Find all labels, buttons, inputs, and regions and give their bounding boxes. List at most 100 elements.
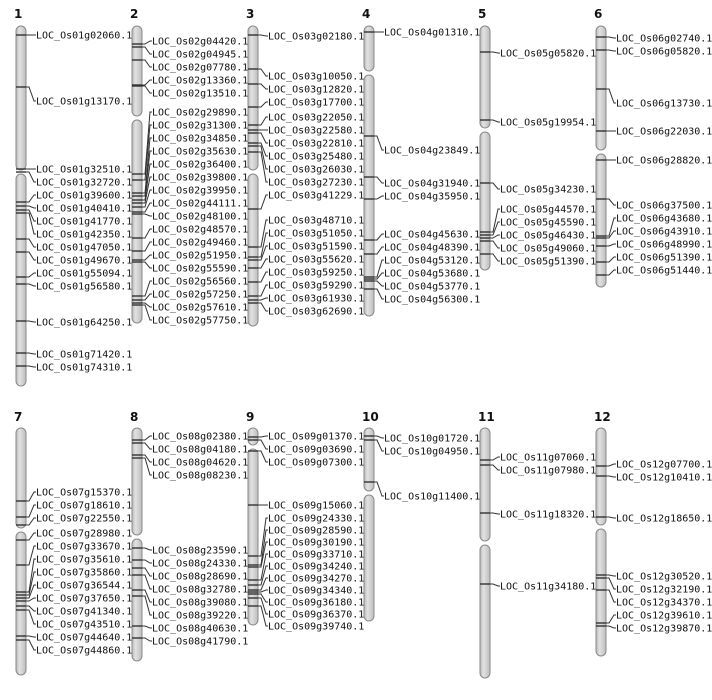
gene-marker[interactable]: LOC_Os09g34240.1 [248, 562, 364, 586]
gene-marker[interactable]: LOC_Os06g05820.1 [596, 47, 712, 58]
gene-marker[interactable]: LOC_Os04g48390.1 [364, 243, 480, 255]
gene-marker[interactable]: LOC_Os12g10410.1 [596, 473, 712, 484]
gene-marker[interactable]: LOC_Os02g44111.1 [132, 199, 248, 213]
gene-marker[interactable]: LOC_Os08g04180.1 [132, 442, 248, 456]
gene-marker[interactable]: LOC_Os03g48710.1 [248, 216, 364, 248]
gene-marker[interactable]: LOC_Os09g03690.1 [248, 439, 364, 456]
gene-marker[interactable]: LOC_Os10g04950.1 [364, 439, 480, 458]
gene-marker[interactable]: LOC_Os03g17700.1 [248, 98, 364, 109]
gene-marker[interactable]: LOC_Os02g13510.1 [132, 85, 248, 100]
gene-marker[interactable]: LOC_Os07g41340.1 [16, 605, 132, 618]
gene-marker[interactable]: LOC_Os04g35950.1 [364, 192, 480, 203]
gene-marker[interactable]: LOC_Os11g07980.1 [480, 464, 596, 477]
gene-marker[interactable]: LOC_Os02g29890.1 [132, 108, 248, 175]
gene-marker[interactable]: LOC_Os02g57250.1 [132, 290, 248, 301]
gene-marker[interactable]: LOC_Os08g08230.1 [132, 457, 248, 482]
gene-marker[interactable]: LOC_Os11g34180.1 [480, 582, 596, 593]
gene-marker[interactable]: LOC_Os07g28980.1 [16, 529, 132, 541]
gene-marker[interactable]: LOC_Os12g39610.1 [596, 611, 712, 624]
gene-marker[interactable]: LOC_Os01g71420.1 [16, 350, 132, 361]
gene-marker[interactable]: LOC_Os02g57750.1 [132, 304, 248, 327]
gene-marker[interactable]: LOC_Os10g11400.1 [364, 481, 480, 503]
gene-marker[interactable]: LOC_Os08g28690.1 [132, 567, 248, 583]
gene-marker[interactable]: LOC_Os03g22050.1 [248, 113, 364, 126]
gene-marker[interactable]: LOC_Os06g02740.1 [596, 34, 712, 45]
gene-marker[interactable]: LOC_Os04g56300.1 [364, 288, 480, 306]
gene-marker[interactable]: LOC_Os09g30190.1 [248, 538, 364, 568]
gene-marker[interactable]: LOC_Os06g48990.1 [596, 240, 712, 251]
gene-marker[interactable]: LOC_Os01g02060.1 [16, 31, 132, 42]
gene-marker[interactable]: LOC_Os12g39870.1 [596, 624, 712, 635]
gene-marker[interactable]: LOC_Os09g39740.1 [248, 605, 364, 633]
gene-marker[interactable]: LOC_Os04g53680.1 [364, 269, 480, 280]
gene-marker[interactable]: LOC_Os09g07300.1 [248, 450, 364, 469]
gene-marker[interactable]: LOC_Os02g04945.1 [132, 46, 248, 61]
gene-marker[interactable]: LOC_Os02g51950.1 [132, 251, 248, 262]
gene-marker[interactable]: LOC_Os02g49460.1 [132, 238, 248, 252]
gene-marker[interactable]: LOC_Os07g33670.1 [16, 542, 132, 566]
gene-marker[interactable]: LOC_Os08g04620.1 [132, 454, 248, 469]
gene-marker[interactable]: LOC_Os03g10050.1 [248, 68, 364, 83]
gene-marker[interactable]: LOC_Os09g36370.1 [248, 597, 364, 621]
gene-marker[interactable]: LOC_Os08g23590.1 [132, 546, 248, 557]
gene-marker[interactable]: LOC_Os02g48100.1 [132, 212, 248, 223]
gene-marker[interactable]: LOC_Os12g34370.1 [596, 589, 712, 609]
gene-marker[interactable]: LOC_Os06g22030.1 [596, 127, 712, 138]
gene-marker[interactable]: LOC_Os04g23849.1 [364, 135, 480, 157]
gene-marker[interactable]: LOC_Os01g74310.1 [16, 363, 132, 374]
gene-marker[interactable]: LOC_Os06g28820.1 [596, 156, 712, 167]
gene-marker[interactable]: LOC_Os01g42350.1 [16, 212, 132, 241]
gene-marker[interactable]: LOC_Os02g36400.1 [132, 160, 248, 201]
gene-marker[interactable]: LOC_Os02g31300.1 [132, 121, 248, 181]
gene-marker[interactable]: LOC_Os09g15060.1 [248, 501, 364, 512]
gene-marker[interactable]: LOC_Os04g45630.1 [364, 230, 480, 241]
gene-marker[interactable]: LOC_Os03g59250.1 [248, 268, 364, 283]
gene-marker[interactable]: LOC_Os11g18320.1 [480, 510, 596, 521]
gene-marker[interactable]: LOC_Os12g30520.1 [596, 572, 712, 583]
gene-marker[interactable]: LOC_Os09g34270.1 [248, 574, 364, 591]
gene-marker[interactable]: LOC_Os03g26030.1 [248, 145, 364, 176]
gene-marker[interactable]: LOC_Os06g37500.1 [596, 198, 712, 212]
gene-marker[interactable]: LOC_Os03g25480.1 [248, 142, 364, 163]
gene-marker[interactable]: LOC_Os07g35610.1 [16, 555, 132, 593]
gene-marker[interactable]: LOC_Os02g04420.1 [132, 37, 248, 48]
gene-marker[interactable]: LOC_Os07g22550.1 [16, 514, 132, 526]
gene-marker[interactable]: LOC_Os03g22580.1 [248, 126, 364, 137]
gene-marker[interactable]: LOC_Os01g32510.1 [16, 165, 132, 176]
gene-marker[interactable]: LOC_Os05g34230.1 [480, 182, 596, 196]
gene-marker[interactable]: LOC_Os04g53120.1 [364, 256, 480, 278]
gene-marker[interactable]: LOC_Os07g43510.1 [16, 609, 132, 631]
gene-marker[interactable]: LOC_Os03g59290.1 [248, 281, 364, 297]
gene-marker[interactable]: LOC_Os05g49060.1 [480, 240, 596, 255]
gene-marker[interactable]: LOC_Os03g27230.1 [248, 151, 364, 189]
gene-marker[interactable]: LOC_Os04g01310.1 [364, 28, 480, 39]
gene-marker[interactable]: LOC_Os09g28590.1 [248, 526, 364, 566]
gene-marker[interactable]: LOC_Os10g01720.1 [364, 434, 480, 445]
gene-marker[interactable]: LOC_Os09g24330.1 [248, 514, 364, 557]
gene-marker[interactable]: LOC_Os03g61930.1 [248, 294, 364, 305]
gene-marker[interactable]: LOC_Os01g47050.1 [16, 238, 132, 254]
gene-marker[interactable]: LOC_Os11g07060.1 [480, 453, 596, 464]
gene-marker[interactable]: LOC_Os02g39800.1 [132, 173, 248, 204]
gene-marker[interactable]: LOC_Os05g05820.1 [480, 49, 596, 60]
gene-marker[interactable]: LOC_Os07g44860.1 [16, 639, 132, 657]
gene-marker[interactable]: LOC_Os06g51390.1 [596, 253, 712, 264]
gene-marker[interactable]: LOC_Os09g36180.1 [248, 593, 364, 609]
gene-marker[interactable]: LOC_Os03g51050.1 [248, 229, 364, 258]
gene-marker[interactable]: LOC_Os01g13170.1 [16, 86, 132, 108]
gene-marker[interactable]: LOC_Os12g32190.1 [596, 577, 712, 596]
gene-marker[interactable]: LOC_Os05g44570.1 [480, 205, 596, 233]
gene-marker[interactable]: LOC_Os09g34340.1 [248, 586, 364, 597]
gene-marker[interactable]: LOC_Os01g49670.1 [16, 251, 132, 267]
gene-marker[interactable]: LOC_Os02g48570.1 [132, 225, 248, 239]
gene-marker[interactable]: LOC_Os01g55094.1 [16, 269, 132, 280]
gene-marker[interactable]: LOC_Os06g43680.1 [596, 214, 712, 237]
gene-marker[interactable]: LOC_Os08g40630.1 [132, 624, 248, 635]
gene-marker[interactable]: LOC_Os06g13730.1 [596, 88, 712, 110]
gene-marker[interactable]: LOC_Os01g40410.1 [16, 204, 132, 215]
gene-marker[interactable]: LOC_Os02g13360.1 [132, 76, 248, 87]
gene-marker[interactable]: LOC_Os06g43910.1 [596, 227, 712, 239]
gene-marker[interactable]: LOC_Os07g44640.1 [16, 633, 132, 644]
gene-marker[interactable]: LOC_Os05g19954.1 [480, 118, 596, 129]
gene-marker[interactable]: LOC_Os02g07780.1 [132, 59, 248, 74]
